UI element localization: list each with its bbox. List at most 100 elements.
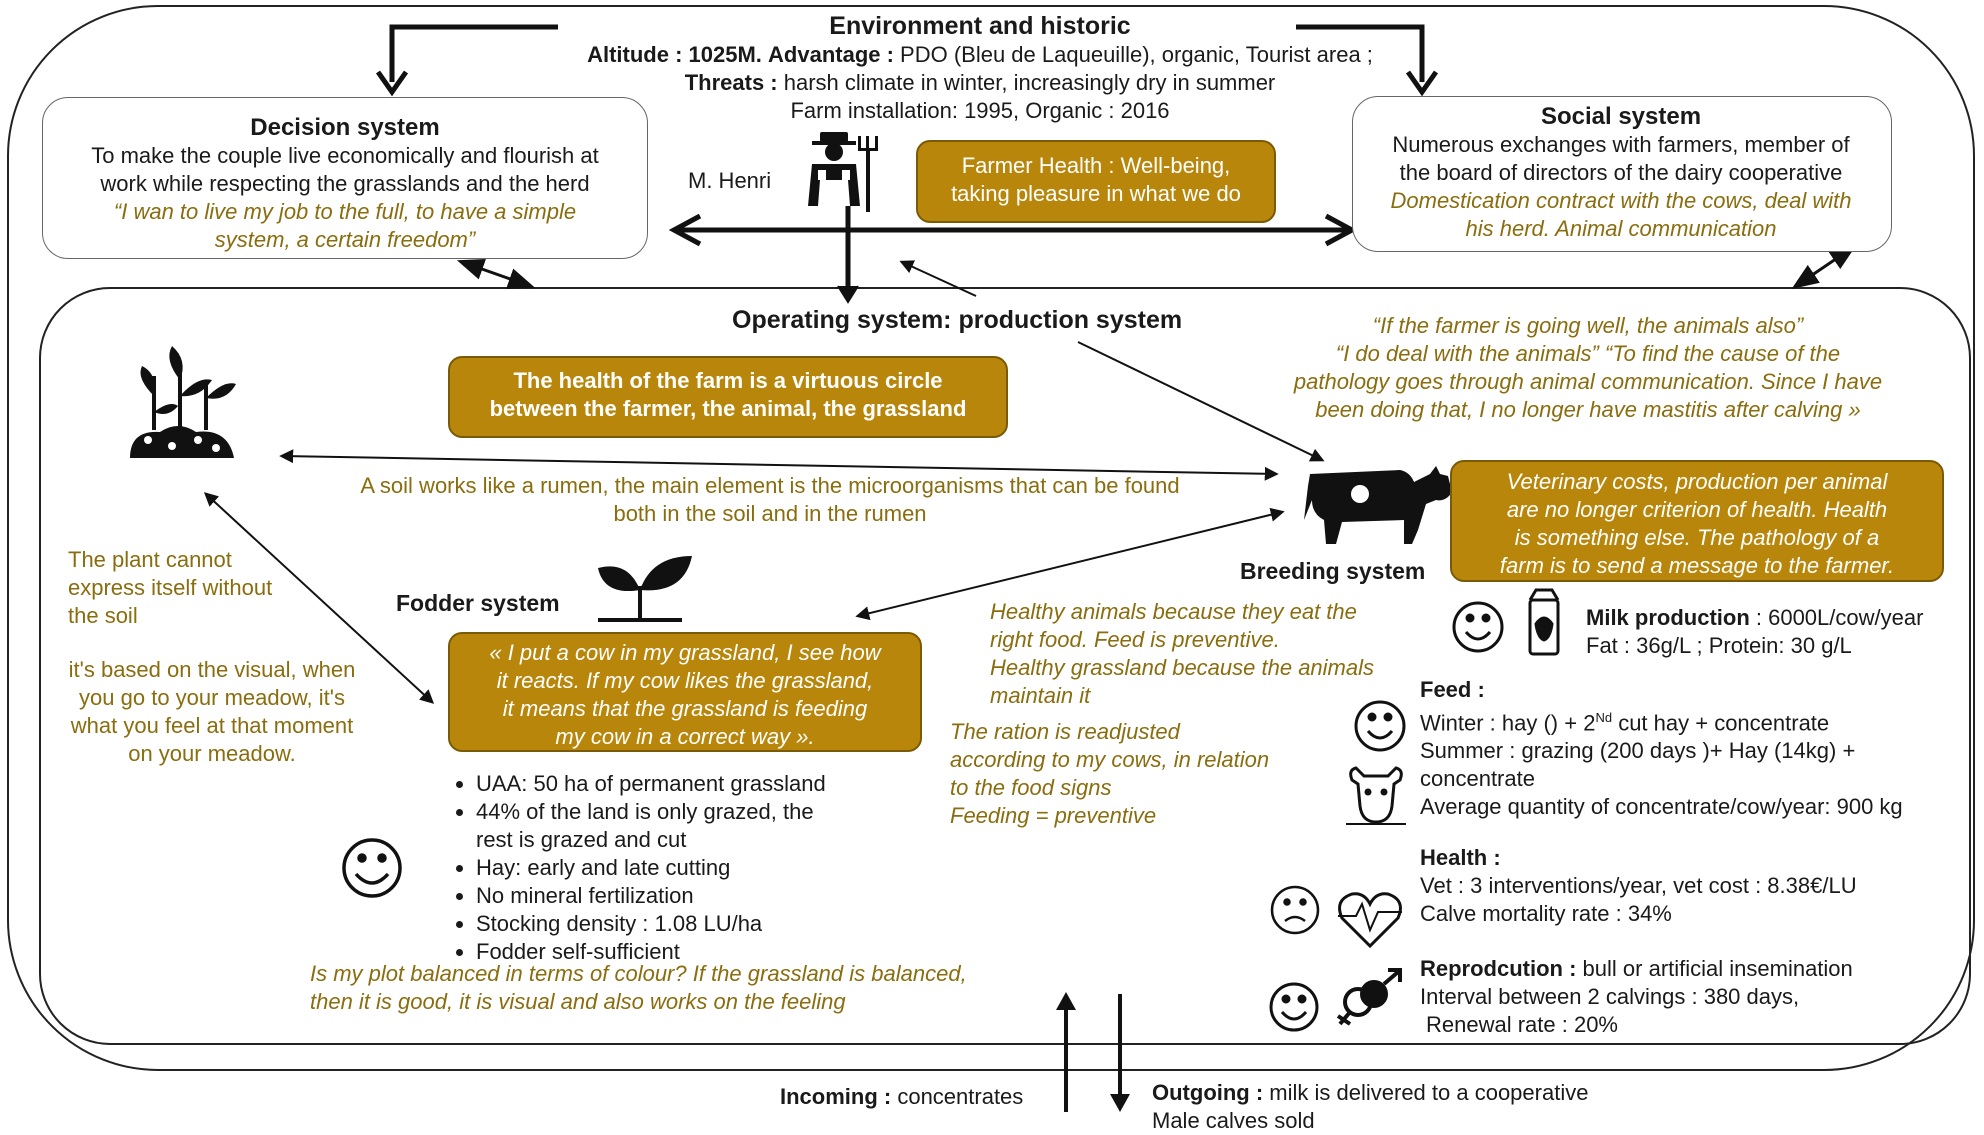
smiley-icon: [1452, 601, 1504, 653]
decision-system-box: [42, 97, 648, 259]
soil-fodder-arrow: [203, 492, 435, 704]
veterinary-box: Veterinary costs, production per animal …: [1450, 460, 1944, 582]
decision-system-content: Decision system To make the couple live …: [48, 114, 642, 254]
farmer-health-box: Farmer Health : Well-being, taking pleas…: [916, 140, 1276, 223]
fat-protein: Fat : 36g/L ; Protein: 30 g/L: [1586, 633, 1852, 658]
fodder-quote3: it means that the grassland is feeding: [502, 696, 868, 721]
feed-avg: Average quantity of concentrate/cow/year…: [1420, 794, 1903, 820]
environment-title: Environment and historic: [829, 12, 1131, 40]
farmer-health-line1: Farmer Health : Well-being,: [961, 153, 1231, 178]
milk-text: : 6000L/cow/year: [1749, 605, 1924, 630]
operating-farmer-arrow: [899, 260, 977, 297]
incoming-flow: Incoming : concentrates: [780, 1083, 1023, 1111]
plant-line2: express itself without: [68, 575, 273, 600]
quote-c: pathology goes through animal communicat…: [1293, 369, 1883, 394]
vet-line2: are no longer criterion of health. Healt…: [1506, 497, 1888, 522]
vet-line4: farm is to send a message to the farmer.: [1499, 553, 1895, 578]
fodder-cow-arrow: [855, 507, 1285, 621]
plant-soil-note: The plant cannot express itself without …: [68, 546, 328, 630]
advantage-label: Advantage :: [768, 42, 894, 67]
incoming-label: Incoming :: [780, 1084, 892, 1109]
smiley-icon: [1354, 700, 1406, 752]
fodder-quote-box: « I put a cow in my grassland, I see how…: [448, 632, 922, 752]
soil-line2: both in the soil and in the rumen: [613, 501, 927, 526]
visual-line3: what you feel at that moment: [70, 713, 354, 738]
breeding-title: Breeding system: [1240, 558, 1426, 584]
social-system-content: Social system Numerous exchanges with fa…: [1356, 103, 1886, 243]
sad-face-icon: [1270, 885, 1320, 935]
smiley-icon: [1269, 982, 1319, 1032]
healthy-animals-note: Healthy animals because they eat the rig…: [990, 598, 1420, 710]
balance-line1: Is my plot balanced in terms of colour? …: [310, 961, 967, 986]
cow-icon: [1304, 466, 1452, 544]
ration-line3: to the food signs: [950, 775, 1112, 800]
farmer-health-line2: taking pleasure in what we do: [951, 181, 1241, 206]
visual-meadow-note: it's based on the visual, when you go to…: [44, 656, 380, 768]
social-line2: the board of directors of the dairy coop…: [1399, 160, 1843, 185]
cow-head-icon: [1346, 766, 1406, 825]
operating-title: Operating system: production system: [732, 306, 1183, 334]
repro-label: Reprodcution :: [1420, 956, 1577, 981]
visual-line2: you go to your meadow, it's: [79, 685, 345, 710]
heartbeat-icon: [1338, 892, 1402, 949]
incoming-text: concentrates: [891, 1084, 1024, 1109]
soil-line1: A soil works like a rumen, the main elem…: [360, 473, 1180, 498]
health-label: Health :: [1420, 845, 1501, 870]
smiley-icon: [342, 838, 402, 898]
environment-installation: Farm installation: 1995, Organic : 2016: [790, 98, 1170, 123]
health-block: Health : Vet : 3 interventions/year, vet…: [1420, 844, 1980, 928]
threats-text: harsh climate in winter, increasingly dr…: [777, 70, 1276, 95]
milk-carton-icon: [1528, 588, 1560, 656]
decision-quote1: “I wan to live my job to the full, to ha…: [113, 199, 577, 224]
env-arrow-left: [375, 24, 558, 97]
fodder-fact: UAA: 50 ha of permanent grassland: [476, 770, 868, 798]
healthy-line2: right food. Feed is preventive.: [990, 627, 1280, 652]
fodder-fact: 44% of the land is only grazed, the: [476, 798, 868, 826]
fodder-quote4: my cow in a correct way ».: [555, 724, 815, 749]
plant-line3: the soil: [68, 603, 138, 628]
feed-winter-sup: Nd: [1595, 710, 1613, 725]
farmer-name: M. Henri: [688, 168, 772, 193]
healthy-line3: Healthy grassland because the animals: [990, 655, 1375, 680]
outer-border: [7, 5, 1975, 1071]
feed-block: Feed : Winter : hay () + 2Nd cut hay + c…: [1420, 676, 1980, 821]
decision-title: Decision system: [250, 114, 440, 141]
ration-line1: The ration is readjusted: [950, 719, 1180, 744]
threats-label: Threats :: [684, 70, 778, 95]
feed-summer2: concentrate: [1420, 766, 1535, 792]
feed-summer1: Summer : grazing (200 days )+ Hay (14kg)…: [1420, 738, 1856, 764]
feed-winter-a: Winter : hay () + 2: [1420, 710, 1596, 736]
outgoing-text: milk is delivered to a cooperative: [1263, 1080, 1589, 1105]
repro-interval: Interval between 2 calvings : 380 days,: [1420, 984, 1800, 1009]
outgoing-flow: Outgoing : milk is delivered to a cooper…: [1152, 1079, 1588, 1135]
quote-b: “I do deal with the animals” “To find th…: [1335, 341, 1841, 366]
healthy-line1: Healthy animals because they eat the: [990, 599, 1357, 624]
vet-line3: is something else. The pathology of a: [1514, 525, 1880, 550]
milk-label: Milk production: [1586, 605, 1750, 630]
fodder-title: Fodder system: [396, 590, 560, 616]
soil-cow-arrow: [279, 449, 1279, 481]
feed-winter-b: cut hay + concentrate: [1612, 710, 1830, 736]
operating-cow-arrow: [1077, 341, 1325, 462]
social-line1: Numerous exchanges with farmers, member …: [1392, 132, 1850, 157]
soil-rumen-text: A soil works like a rumen, the main elem…: [290, 472, 1250, 528]
fodder-quote1: « I put a cow in my grassland, I see how: [489, 640, 881, 665]
visual-line1: it's based on the visual, when: [68, 657, 356, 682]
sprout-icon: [598, 556, 692, 622]
feed-winter: Winter : hay () + 2Nd cut hay + concentr…: [1420, 704, 1980, 737]
operating-border: [39, 287, 1971, 1045]
repro-renewal: Renewal rate : 20%: [1426, 1012, 1618, 1037]
health-calve: Calve mortality rate : 34%: [1420, 901, 1672, 926]
environment-threats: Threats : harsh climate in winter, incre…: [480, 69, 1480, 97]
fodder-facts: UAA: 50 ha of permanent grassland 44% of…: [448, 770, 868, 966]
repro-text: bull or artificial insemination: [1576, 956, 1853, 981]
farmer-animal-quotes: “If the farmer is going well, the animal…: [1218, 312, 1958, 424]
environment-block: Environment and historic Altitude : 1025…: [480, 12, 1480, 125]
reproduction-block: Reprodcution : bull or artificial insemi…: [1420, 955, 1980, 1039]
social-system-box: [1352, 96, 1892, 252]
plant-line1: The plant cannot: [68, 547, 232, 572]
virtuous-line1: The health of the farm is a virtuous cir…: [513, 368, 943, 393]
fodder-fact: Hay: early and late cutting: [476, 854, 868, 882]
quote-d: been doing that, I no longer have mastit…: [1315, 397, 1861, 422]
ration-line2: according to my cows, in relation: [950, 747, 1270, 772]
